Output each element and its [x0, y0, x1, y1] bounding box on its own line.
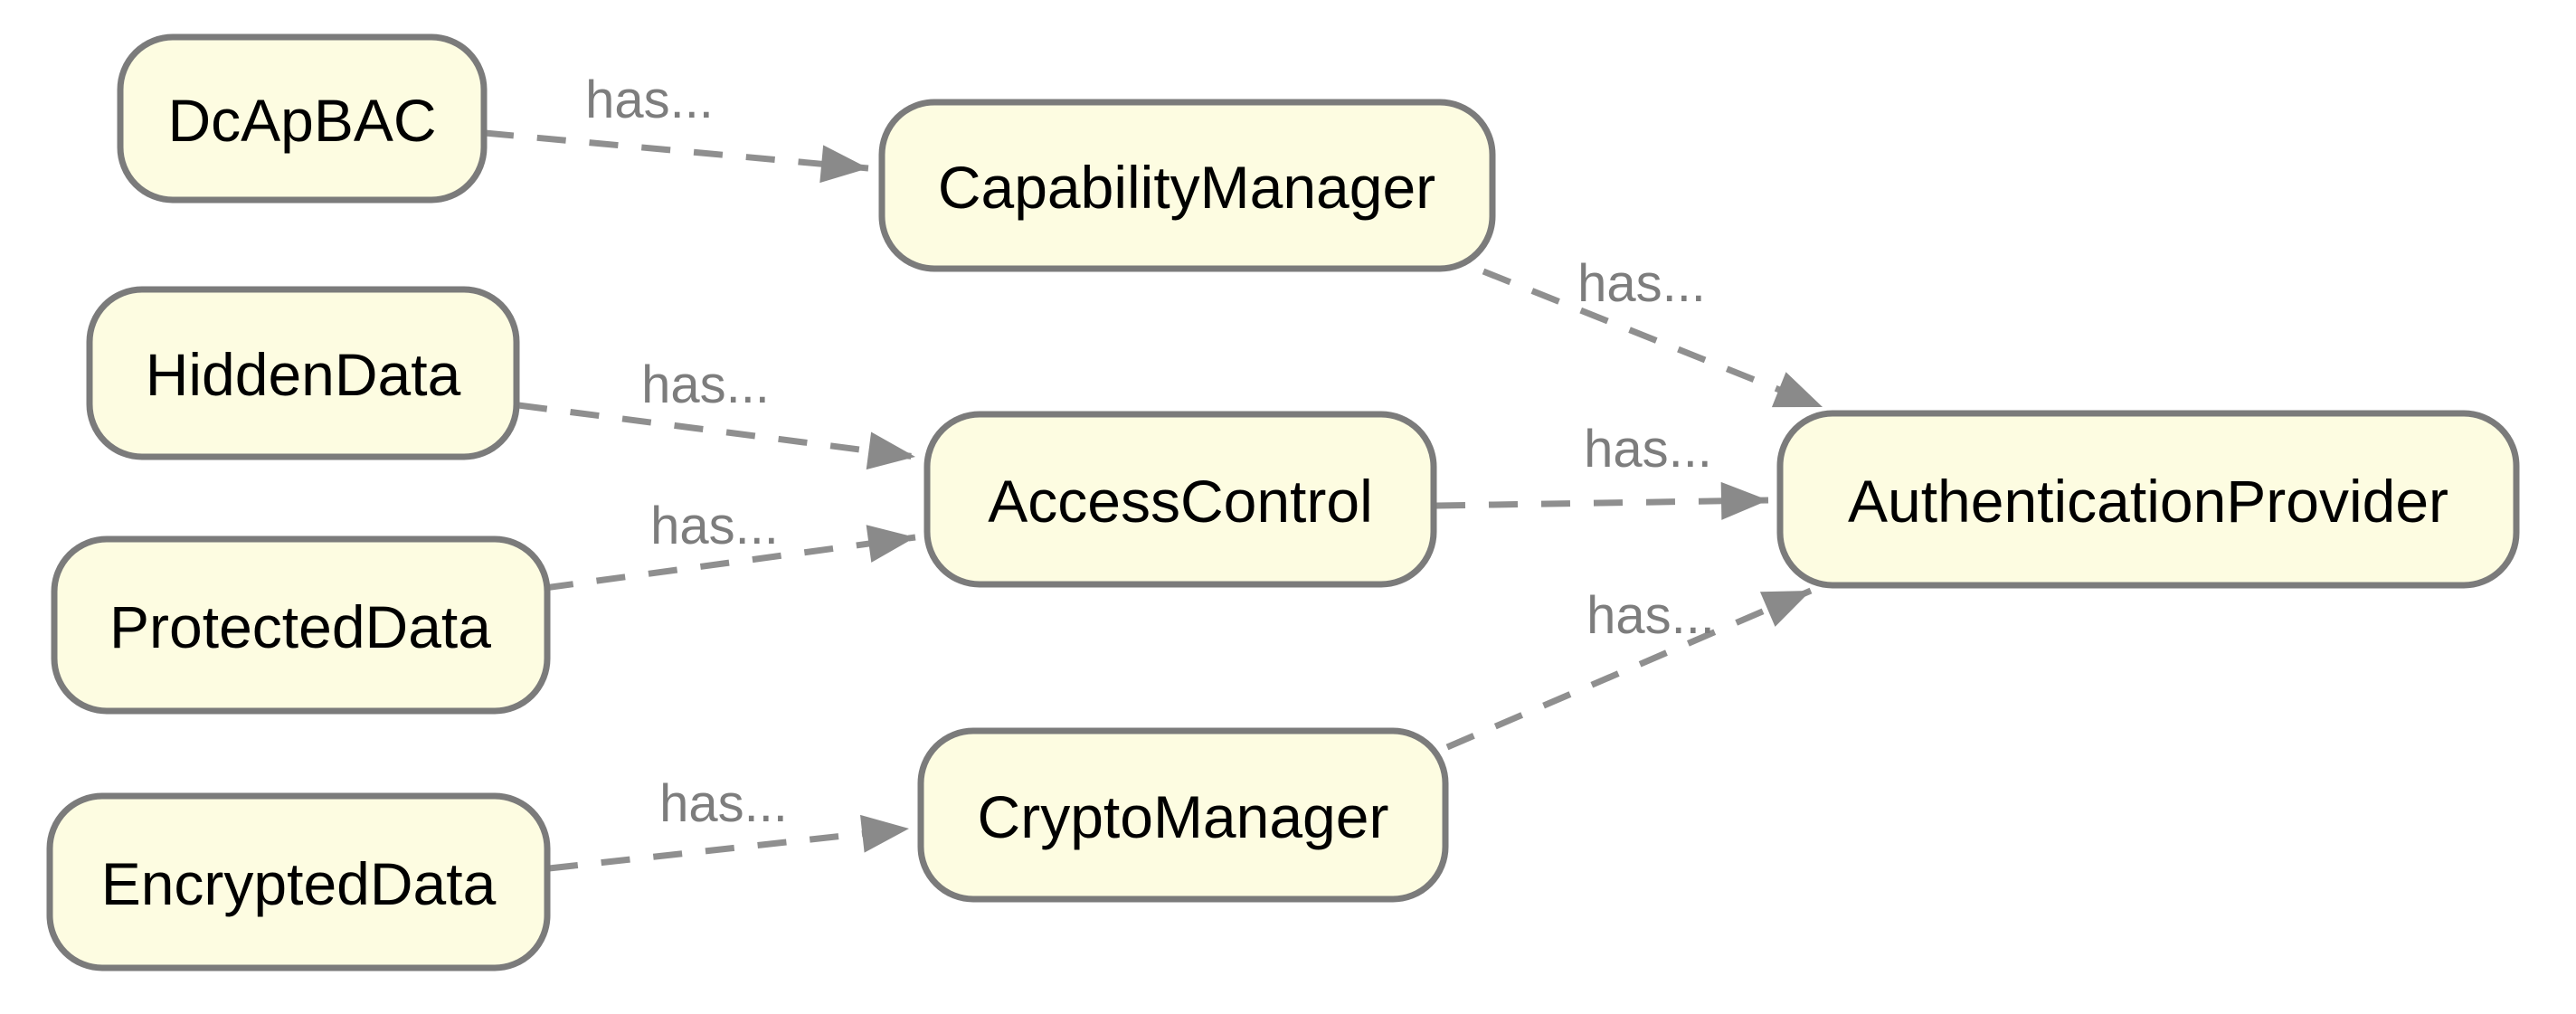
node-protecteddata[interactable]: ProtectedData	[51, 535, 551, 715]
node-label: DcApBAC	[167, 87, 436, 154]
node-label: ProtectedData	[109, 593, 491, 660]
edge-label: has...	[641, 355, 770, 414]
node-shape[interactable]	[86, 286, 520, 460]
edge-encrypteddata-cryptomanager: has...	[548, 774, 910, 872]
edge-label: has...	[1577, 254, 1706, 313]
node-encrypteddata[interactable]: EncryptedData	[46, 792, 551, 971]
node-accesscontrol[interactable]: AccessControl	[923, 411, 1437, 588]
edge-line	[517, 402, 916, 470]
edge-line	[1482, 268, 1824, 411]
edge-dcapbac-capabilitymanager: has...	[484, 71, 869, 184]
edge-label: has...	[659, 774, 788, 833]
node-authenticationprovider[interactable]: AuthenticationProvider	[1776, 410, 2520, 589]
node-shape[interactable]	[923, 411, 1437, 588]
edge-line	[1445, 587, 1813, 751]
node-hiddendata[interactable]: HiddenData	[86, 286, 520, 460]
node-shape[interactable]	[1776, 410, 2520, 589]
node-label: HiddenData	[146, 341, 461, 408]
node-shape[interactable]	[51, 535, 551, 715]
node-label: EncryptedData	[101, 850, 497, 917]
edge-line	[484, 129, 869, 184]
edge-label: has...	[585, 71, 714, 129]
edge-protecteddata-accesscontrol: has...	[544, 497, 916, 592]
edge-line	[544, 525, 916, 592]
node-shape[interactable]	[917, 727, 1449, 903]
node-capabilitymanager[interactable]: CapabilityManager	[878, 99, 1496, 272]
edge-capabilitymanager-authenticationprovider: has...	[1482, 254, 1824, 411]
node-label: AccessControl	[988, 468, 1373, 535]
edge-hiddendata-accesscontrol: has...	[517, 355, 916, 470]
node-label: AuthenticationProvider	[1848, 468, 2448, 535]
edge-line	[1435, 481, 1769, 520]
edge-line	[548, 814, 910, 872]
node-cryptomanager[interactable]: CryptoManager	[917, 727, 1449, 903]
node-label: CapabilityManager	[938, 154, 1435, 221]
edge-accesscontrol-authenticationprovider: has...	[1435, 420, 1769, 520]
edge-label: has...	[650, 497, 779, 555]
node-dcapbac[interactable]: DcApBAC	[117, 33, 488, 204]
edge-cryptomanager-authenticationprovider: has...	[1445, 586, 1813, 751]
node-shape[interactable]	[878, 99, 1496, 272]
node-shape[interactable]	[117, 33, 488, 204]
node-label: CryptoManager	[978, 783, 1389, 850]
edge-label: has...	[1584, 420, 1712, 479]
edge-label: has...	[1586, 586, 1715, 645]
node-shape[interactable]	[46, 792, 551, 971]
